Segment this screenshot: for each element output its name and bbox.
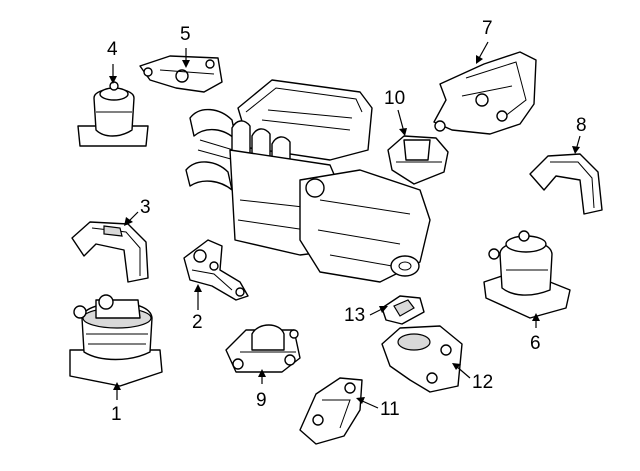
part-5-bracket	[139, 55, 223, 93]
callout-12: 12	[472, 372, 494, 393]
part-6-mount	[483, 230, 571, 319]
callout-13: 13	[344, 305, 366, 326]
part-10-mount	[387, 135, 449, 185]
callout-7: 7	[482, 18, 493, 39]
callout-4: 4	[107, 39, 118, 60]
part-12-bracket	[381, 325, 463, 393]
callout-3: 3	[140, 197, 151, 218]
callout-9: 9	[256, 390, 267, 411]
callout-6: 6	[530, 333, 541, 354]
callout-10: 10	[384, 88, 406, 109]
part-13-pad	[381, 295, 425, 325]
part-2-bracket	[183, 239, 249, 301]
engine-assembly	[185, 79, 431, 283]
callout-11: 11	[380, 399, 400, 420]
part-8-bracket	[529, 153, 603, 215]
callout-1: 1	[111, 404, 122, 425]
part-11-bracket	[299, 377, 363, 445]
callout-2: 2	[192, 312, 203, 333]
part-3-bracket	[71, 221, 149, 283]
callout-8: 8	[576, 115, 587, 136]
part-9-mount	[225, 324, 301, 373]
part-1-front-mount	[69, 294, 163, 387]
part-7-bracket	[433, 51, 537, 135]
callout-5: 5	[180, 24, 191, 45]
part-4-mount	[77, 81, 149, 147]
leader-lines	[109, 41, 581, 409]
